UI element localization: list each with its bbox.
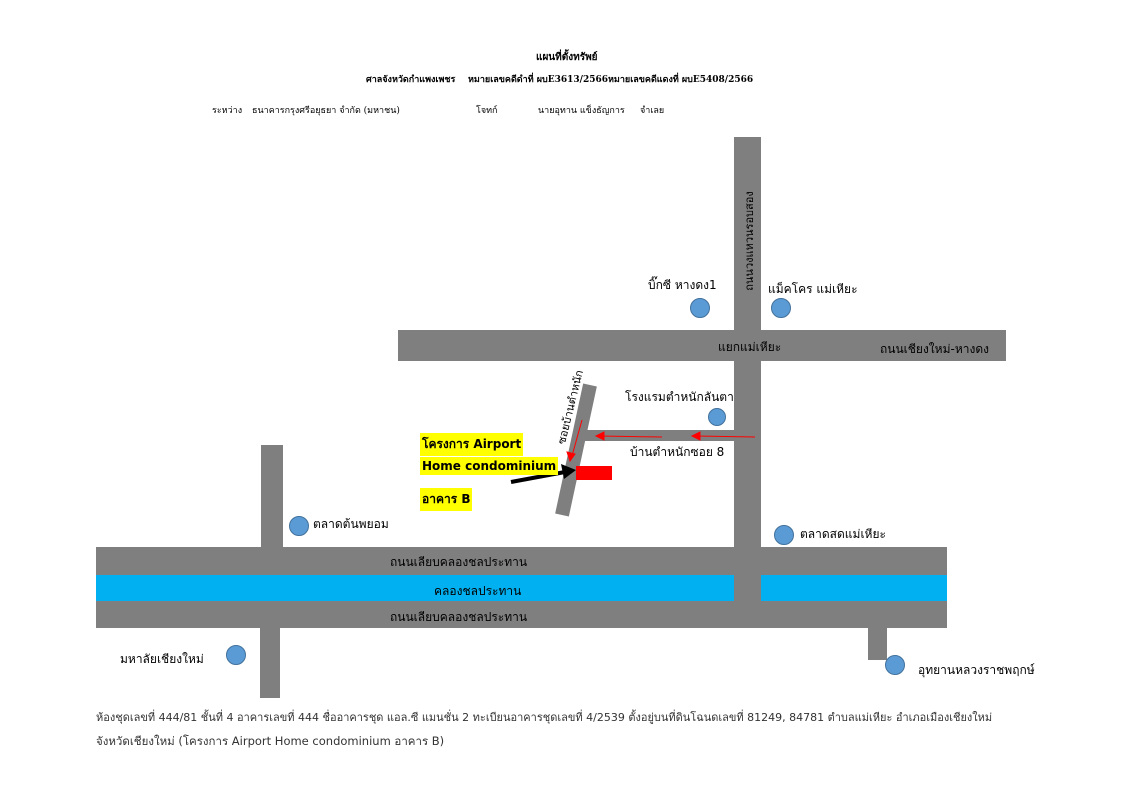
canal-road-upper-label: ถนนเลียบคลองชลประทาน	[390, 555, 528, 569]
mae-hia-market-marker-icon	[774, 525, 794, 545]
irrigation-canal	[96, 575, 947, 601]
ring-road	[734, 137, 761, 628]
map-title: แผนที่ตั้งทรัพย์	[536, 52, 598, 63]
project-label-line2: Home condominium	[420, 457, 559, 475]
side-road-left-lower	[260, 628, 280, 698]
royal-park-marker-icon	[885, 655, 905, 675]
canal-road-lower	[96, 601, 947, 628]
mae-hia-market-label: ตลาดสดแม่เหียะ	[800, 527, 886, 541]
canal-road-lower-label: ถนนเลียบคลองชลประทาน	[390, 610, 528, 624]
court-name: ศาลจังหวัดกำแพงเพชร	[366, 75, 456, 85]
makro-label: แม็คโคร แม่เหียะ	[768, 282, 858, 296]
canal-road-upper	[96, 547, 947, 575]
chiangmai-hangdong-road	[398, 330, 1006, 361]
hotel-label: โรงแรมตำหนักลันตา	[625, 390, 734, 404]
ban-tamnak-soi8-road	[585, 430, 734, 441]
ban-tamnak-soi8-label: บ้านตำหนักซอย 8	[630, 445, 725, 459]
property-description-line1: ห้องชุดเลขที่ 444/81 ชั้นที่ 4 อาคารเลขท…	[96, 711, 993, 724]
royal-park-label: อุทยานหลวงราชพฤกษ์	[918, 663, 1035, 677]
big-c-marker-icon	[690, 298, 710, 318]
hotel-marker-icon	[708, 408, 726, 426]
big-c-label: บิ๊กซี หางดง1	[648, 278, 717, 292]
side-road-right-lower	[868, 628, 887, 660]
side-road-left-upper	[261, 445, 283, 547]
makro-marker-icon	[771, 298, 791, 318]
chiangmai-hangdong-label: ถนนเชียงใหม่-หางดง	[880, 342, 989, 356]
between-label: ระหว่าง	[212, 106, 243, 116]
property-description-line2: จังหวัดเชียงใหม่ (โครงการ Airport Home c…	[96, 734, 445, 748]
canal-bridge	[734, 575, 761, 601]
target-building-marker	[576, 466, 612, 480]
soi-ban-tamnak-road	[555, 383, 597, 517]
project-label-line1: โครงการ Airport	[420, 433, 524, 456]
plaintiff-name: ธนาคารกรุงศรีอยุธยา จำกัด (มหาชน)	[252, 106, 400, 116]
pointer-arrowhead	[561, 464, 576, 479]
mae-hia-junction-label: แยกแม่เหียะ	[718, 340, 782, 354]
ton-payom-market-label: ตลาดต้นพยอม	[313, 517, 389, 531]
defendant-role: จำเลย	[640, 106, 665, 116]
route-arrows	[566, 419, 756, 463]
black-case-number: หมายเลขคดีดำที่ ผบE3613/2566	[468, 75, 608, 85]
defendant-name: นายอุทาน แข็งธัญการ	[538, 106, 625, 116]
cmu-marker-icon	[226, 645, 246, 665]
project-label-line3: อาคาร B	[420, 488, 473, 511]
plaintiff-role: โจทก์	[476, 106, 498, 116]
ton-payom-market-marker-icon	[289, 516, 309, 536]
red-case-number: หมายเลขคดีแดงที่ ผบE5408/2566	[608, 75, 754, 85]
canal-label: คลองชลประทาน	[434, 584, 522, 598]
cmu-label: มหาลัยเชียงใหม่	[120, 652, 204, 666]
